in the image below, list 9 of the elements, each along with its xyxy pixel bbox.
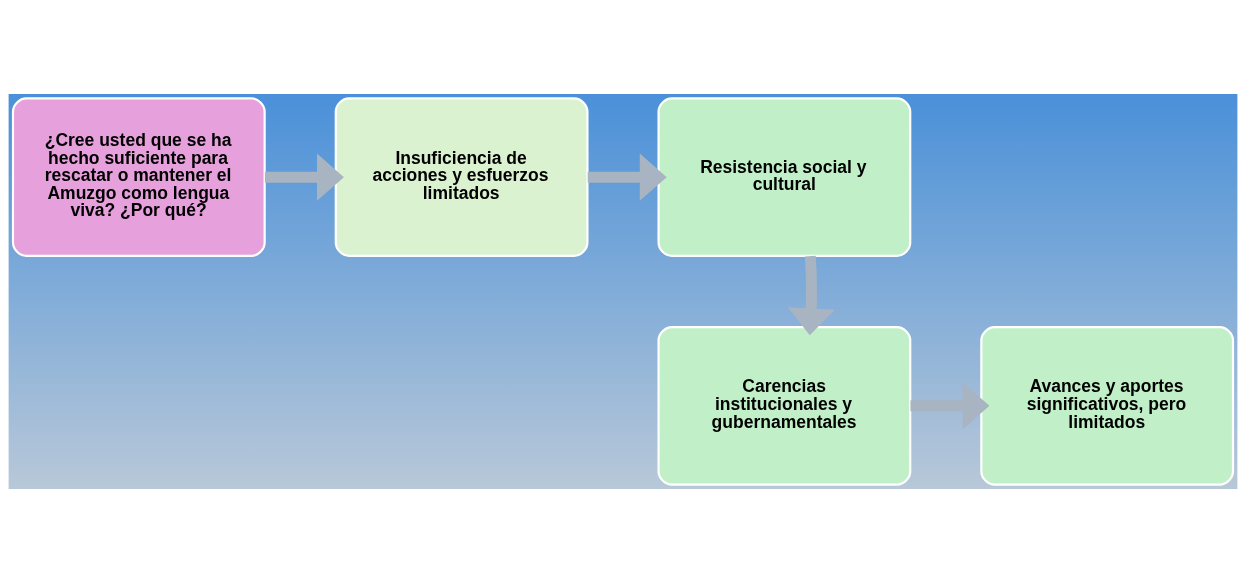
node-box: Avances y aportes significativos, pero limitados [980, 325, 1235, 486]
arrow [587, 153, 667, 201]
node-box: Resistencia social y cultural [657, 96, 912, 257]
node-box: Carencias institucionales y gubernamentales [657, 325, 912, 486]
node-box: ¿Cree usted que se ha hecho suficiente para rescatar o mantener el Amuzgo como lengua viva? ¿Por qué? [11, 96, 266, 257]
node-box: Insuficiencia de acciones y esfuerzos limitados [334, 96, 589, 257]
arrow [910, 381, 990, 429]
arrow [264, 153, 344, 201]
arrow [787, 255, 835, 335]
